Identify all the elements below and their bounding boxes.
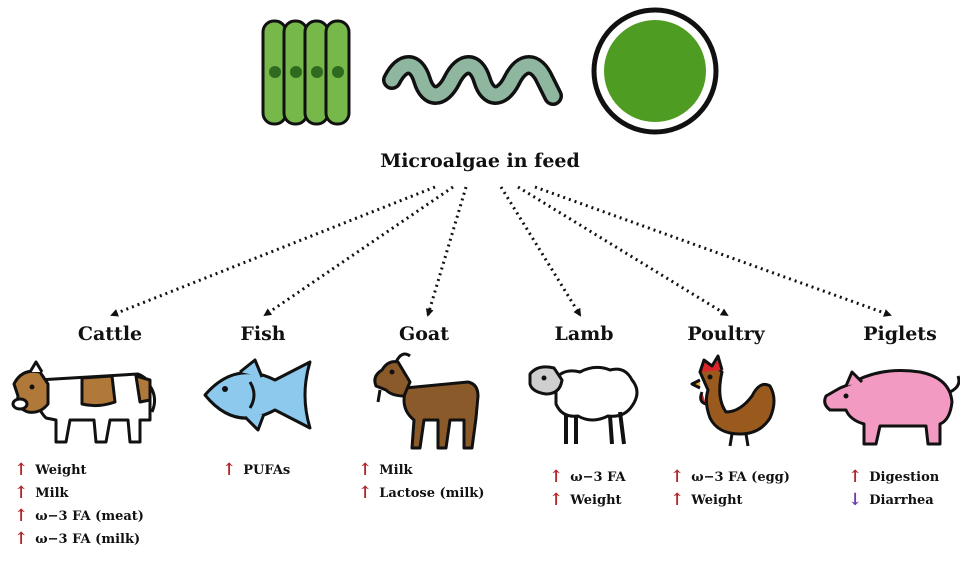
effects-piglets: ↑ Digestion ↓ Diarrhea bbox=[848, 466, 939, 512]
up-arrow-icon: ↑ bbox=[222, 462, 236, 479]
label-cattle: Cattle bbox=[40, 323, 180, 345]
effect-item: ↑ Digestion bbox=[848, 466, 939, 489]
effect-item: ↑ Milk bbox=[14, 482, 144, 505]
down-arrow-icon: ↓ bbox=[848, 492, 862, 509]
arrow-to-lamb bbox=[501, 187, 580, 315]
up-arrow-icon: ↑ bbox=[358, 485, 372, 502]
up-arrow-icon: ↑ bbox=[549, 469, 563, 486]
effects-lamb: ↑ ω−3 FA ↑ Weight bbox=[549, 466, 626, 512]
rooster-icon bbox=[692, 356, 774, 446]
arrow-to-piglets bbox=[535, 187, 890, 315]
effect-text: ω−3 FA bbox=[570, 470, 625, 485]
effect-text: ω−3 FA (meat) bbox=[35, 509, 144, 524]
effect-text: ω−3 FA (milk) bbox=[35, 532, 140, 547]
up-arrow-icon: ↑ bbox=[358, 462, 372, 479]
effect-item: ↓ Diarrhea bbox=[848, 489, 939, 512]
up-arrow-icon: ↑ bbox=[848, 469, 862, 486]
arrow-to-goat bbox=[428, 187, 466, 315]
effect-item: ↑ ω−3 FA bbox=[549, 466, 626, 489]
effect-item: ↑ ω−3 FA (milk) bbox=[14, 528, 144, 551]
up-arrow-icon: ↑ bbox=[14, 531, 28, 548]
spirulina-icon bbox=[392, 65, 553, 96]
effects-fish: ↑ PUFAs bbox=[222, 459, 290, 482]
effects-poultry: ↑ ω−3 FA (egg) ↑ Weight bbox=[670, 466, 790, 512]
effect-item: ↑ Weight bbox=[670, 489, 790, 512]
diagram-title: Microalgae in feed bbox=[0, 150, 960, 172]
effect-item: ↑ Lactose (milk) bbox=[358, 482, 484, 505]
effect-text: Weight bbox=[570, 493, 621, 508]
effect-text: Digestion bbox=[869, 470, 939, 485]
arrow-to-fish bbox=[265, 187, 453, 315]
effect-text: Lactose (milk) bbox=[379, 486, 484, 501]
filamentous-algae-icon bbox=[263, 21, 349, 124]
pig-icon bbox=[825, 371, 959, 445]
chlorella-icon bbox=[594, 10, 716, 132]
effect-item: ↑ ω−3 FA (meat) bbox=[14, 505, 144, 528]
up-arrow-icon: ↑ bbox=[14, 508, 28, 525]
effect-item: ↑ Milk bbox=[358, 459, 484, 482]
connector-arrows bbox=[112, 187, 890, 315]
effect-item: ↑ PUFAs bbox=[222, 459, 290, 482]
effect-item: ↑ Weight bbox=[549, 489, 626, 512]
effect-text: ω−3 FA (egg) bbox=[691, 470, 790, 485]
arrow-to-poultry bbox=[518, 187, 727, 315]
label-piglets: Piglets bbox=[830, 323, 960, 345]
sheep-icon bbox=[530, 367, 637, 444]
label-lamb: Lamb bbox=[514, 323, 654, 345]
effect-text: Milk bbox=[35, 486, 68, 501]
effect-text: Weight bbox=[35, 463, 86, 478]
up-arrow-icon: ↑ bbox=[14, 485, 28, 502]
arrow-to-cattle bbox=[112, 187, 435, 315]
effects-cattle: ↑ Weight ↑ Milk ↑ ω−3 FA (meat) ↑ ω−3 FA (mi… bbox=[14, 459, 144, 551]
effect-text: Weight bbox=[691, 493, 742, 508]
cow-icon bbox=[13, 362, 155, 442]
fish-icon bbox=[205, 360, 310, 430]
effect-text: PUFAs bbox=[243, 463, 290, 478]
effect-text: Milk bbox=[379, 463, 412, 478]
goat-icon bbox=[375, 354, 478, 448]
up-arrow-icon: ↑ bbox=[549, 492, 563, 509]
label-fish: Fish bbox=[193, 323, 333, 345]
effects-goat: ↑ Milk ↑ Lactose (milk) bbox=[358, 459, 484, 505]
up-arrow-icon: ↑ bbox=[670, 492, 684, 509]
up-arrow-icon: ↑ bbox=[670, 469, 684, 486]
up-arrow-icon: ↑ bbox=[14, 462, 28, 479]
label-poultry: Poultry bbox=[656, 323, 796, 345]
effect-item: ↑ ω−3 FA (egg) bbox=[670, 466, 790, 489]
effect-item: ↑ Weight bbox=[14, 459, 144, 482]
effect-text: Diarrhea bbox=[869, 493, 933, 508]
label-goat: Goat bbox=[354, 323, 494, 345]
